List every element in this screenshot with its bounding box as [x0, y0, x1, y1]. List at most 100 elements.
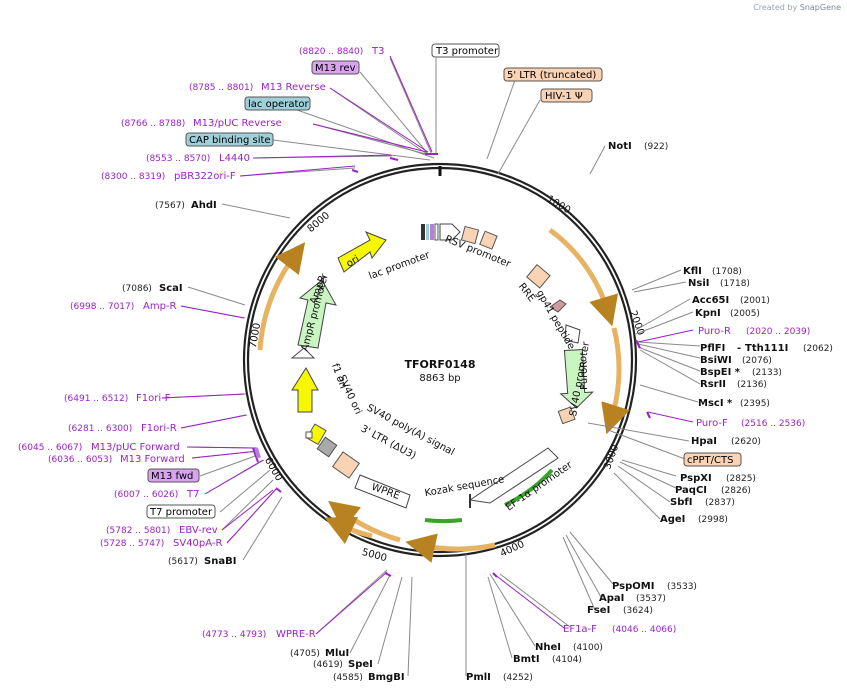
primer-sv40pa-r-pos: (5728 .. 5747)	[100, 539, 164, 549]
lac-bar-3	[430, 224, 434, 240]
primer-ampr-pos: (6998 .. 7017)	[70, 302, 134, 312]
enzyme-labels: NotI (922) KflI (1708) NsiI (1718) Acc65…	[122, 141, 833, 683]
ltr-truncated-box	[503, 67, 603, 82]
rsv-box-2	[479, 230, 498, 250]
enzyme-hpai: HpaI	[691, 436, 717, 447]
plasmid-name: TFORF0148	[405, 358, 476, 371]
enzyme-bmti-pos: (4104)	[552, 655, 582, 665]
enzyme-agei-pos: (2998)	[698, 515, 728, 525]
enzyme-scai: ScaI	[159, 283, 183, 294]
primer-t7-name: T7	[186, 489, 199, 500]
enzyme-hpai-pos: (2620)	[731, 437, 761, 447]
orf-arc-bottom2	[328, 500, 401, 543]
enzyme-nsii-pos: (1718)	[720, 279, 750, 289]
f1-ori-label: f1 ori	[329, 362, 348, 390]
enzyme-bmti: BmtI	[513, 654, 540, 665]
enzyme-nhei-pos: (4100)	[573, 643, 603, 653]
enzyme-paqci: PaqCI	[675, 485, 707, 496]
tick-5000: 5000	[361, 547, 388, 564]
lac-bar-1	[421, 224, 425, 240]
rsv-promoter-label: RSV promoter	[443, 234, 513, 271]
enzyme-paqci-pos: (2826)	[721, 486, 751, 496]
cap-binding-text: CAP binding site	[189, 135, 271, 146]
enzyme-kfli: KflI	[683, 266, 702, 277]
inner-features	[290, 223, 594, 509]
primer-m13puc-reverse-pos: (8766 .. 8788)	[121, 119, 185, 129]
primer-ef1a-f-pos: (4046 .. 4066)	[612, 625, 676, 635]
enzyme-spei: SpeI	[348, 659, 373, 670]
primer-marks	[252, 153, 651, 578]
orf-arcs	[257, 227, 630, 563]
cppt-cts-text: cPPT/CTS	[687, 455, 733, 466]
m13-rev-text: M13 rev	[315, 63, 356, 74]
ampr-promoter-arrow	[290, 347, 316, 359]
enzyme-snabi-pos: (5617)	[168, 557, 198, 567]
enzyme-spei-pos: (4619)	[313, 660, 343, 670]
primer-m13-forward-name: M13 Forward	[120, 454, 185, 465]
rre-box	[526, 264, 551, 289]
enzyme-msci-pos: (2395)	[740, 399, 770, 409]
ori-arrow	[337, 231, 387, 273]
sv40-promoter-arrow	[564, 324, 581, 344]
sv40ori-box	[306, 423, 327, 446]
sv40pa-box	[316, 436, 338, 458]
primer-t7-pos: (6007 .. 6026)	[114, 490, 178, 500]
primer-m13-reverse-name: M13 Reverse	[261, 82, 326, 93]
tick-6000: 6000	[262, 456, 284, 484]
enzyme-mlui: MluI	[325, 648, 349, 659]
primer-puro-f-name: Puro-F	[696, 418, 728, 429]
enzyme-apai-pos: (3537)	[636, 594, 666, 604]
enzyme-pspxi: PspXI	[680, 473, 712, 484]
puror-arrow	[559, 349, 594, 409]
hiv-psi-box	[540, 88, 593, 103]
primer-wpre-r-name: WPRE-R	[276, 629, 316, 640]
m13-rev-box	[311, 60, 360, 75]
green-arc-2	[424, 518, 463, 524]
plasmid-size: 8863 bp	[419, 373, 460, 384]
m13-fwd-box	[147, 468, 200, 483]
enzyme-noti: NotI	[608, 141, 632, 152]
primer-ef1a-f-name: EF1a-F	[563, 624, 597, 635]
enzyme-rsrii-pos: (2136)	[737, 380, 767, 390]
enzyme-tth111i: Tth111I	[745, 343, 788, 354]
boxed-labels: T3 promoter M13 rev 5' LTR (truncated) H…	[146, 43, 742, 519]
enzyme-snabi: SnaBI	[204, 556, 236, 567]
enzyme-bmgbi: BmgBI	[368, 672, 405, 683]
primer-puro-r-pos: (2020 .. 2039)	[746, 327, 810, 337]
enzyme-pspxi-pos: (2825)	[726, 474, 756, 484]
primer-puro-f-pos: (2516 .. 2536)	[741, 419, 805, 429]
lac-operator-box	[244, 96, 311, 111]
snapgene-brand: SnapGene	[799, 3, 841, 12]
enzyme-pflfi-pos: (2062)	[803, 344, 833, 354]
enzyme-bsiwi-pos: (2076)	[742, 356, 772, 366]
t3-promoter-text: T3 promoter	[435, 46, 499, 57]
orf-arc-bottom	[405, 533, 496, 563]
enzyme-pflfi: PflFI	[700, 343, 725, 354]
orf-arc-right	[548, 227, 619, 327]
enzyme-acc65i: Acc65I	[692, 295, 729, 306]
primer-m13puc-forward-name: M13/pUC Forward	[91, 442, 180, 453]
primer-ebv-rev-name: EBV-rev	[179, 525, 218, 536]
enzyme-agei: AgeI	[660, 514, 685, 525]
gp41-arrow	[549, 299, 567, 313]
primer-pbr322-name: pBR322ori-F	[174, 171, 236, 182]
rsv-box-1	[460, 225, 480, 245]
primer-l4440-name: L4440	[219, 153, 250, 164]
lac-bar-4	[434, 223, 439, 241]
enzyme-nhei: NheI	[535, 642, 561, 653]
credit-prefix: Created by	[753, 3, 798, 12]
green-arc-1	[504, 468, 554, 507]
enzyme-pmli-pos: (4252)	[503, 673, 533, 683]
enzyme-scai-pos: (7086)	[122, 284, 152, 294]
primer-wpre-r-pos: (4773 .. 4793)	[202, 630, 266, 640]
enzyme-pspomi-pos: (3533)	[667, 582, 697, 592]
primer-m13puc-reverse-name: M13/pUC Reverse	[193, 118, 282, 129]
primer-ampr-name: Amp-R	[143, 301, 177, 312]
enzyme-rsrii: RsrII	[700, 379, 726, 390]
enzyme-sbfi: SbfI	[670, 497, 692, 508]
m13-mark	[254, 447, 261, 459]
primer-sv40pa-r-name: SV40pA-R	[173, 538, 222, 549]
enzyme-apai: ApaI	[599, 593, 624, 604]
enzyme-acc65i-pos: (2001)	[740, 296, 770, 306]
